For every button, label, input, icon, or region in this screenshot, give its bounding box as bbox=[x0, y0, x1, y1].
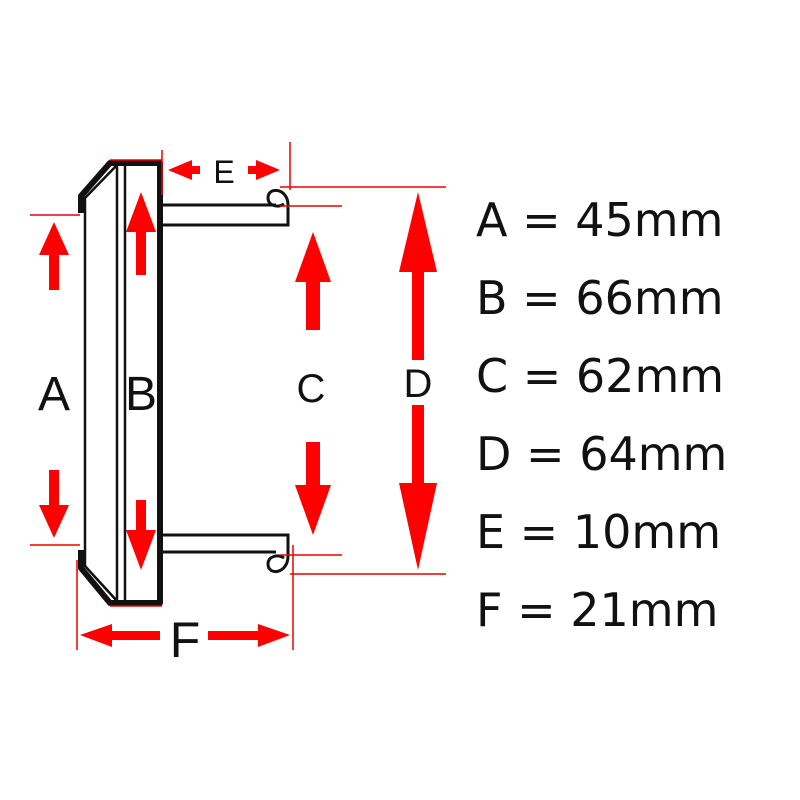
upper-clip-arm bbox=[162, 203, 290, 227]
spec-b: B = 66mm bbox=[476, 271, 724, 325]
upper-clip-hook bbox=[266, 188, 290, 208]
f-arrow-left bbox=[80, 624, 160, 647]
b-arrow-up bbox=[126, 192, 156, 275]
label-a: A bbox=[38, 368, 70, 421]
lower-clip-arm bbox=[162, 533, 290, 556]
lower-clip-hook bbox=[266, 554, 290, 573]
label-c: C bbox=[297, 367, 326, 411]
spec-c: C = 62mm bbox=[476, 349, 724, 403]
dimension-guides bbox=[30, 142, 446, 650]
c-arrow-down bbox=[295, 442, 331, 535]
a-arrow-up bbox=[39, 222, 69, 290]
cap-body bbox=[78, 160, 163, 606]
cap-outline bbox=[78, 160, 163, 606]
d-arrow-up bbox=[399, 192, 437, 360]
dimension-arrows bbox=[39, 160, 437, 647]
cap-inner-wall bbox=[83, 163, 119, 603]
spec-a: A = 45mm bbox=[476, 193, 723, 247]
spec-f: F = 21mm bbox=[476, 583, 718, 637]
b-arrow-down bbox=[126, 500, 156, 570]
d-arrow-down bbox=[399, 405, 437, 570]
lower-clip bbox=[162, 533, 290, 573]
label-d: D bbox=[404, 362, 433, 406]
label-e: E bbox=[213, 154, 234, 190]
e-arrow-right bbox=[248, 160, 280, 180]
c-arrow-up bbox=[295, 232, 331, 330]
label-f: F bbox=[170, 612, 201, 668]
e-arrow-left bbox=[168, 160, 200, 180]
upper-clip bbox=[162, 188, 290, 227]
label-b: B bbox=[125, 368, 157, 421]
f-arrow-right bbox=[208, 624, 290, 647]
spec-e: E = 10mm bbox=[476, 505, 721, 559]
spec-list: A = 45mm B = 66mm C = 62mm D = 64mm E = … bbox=[476, 193, 727, 637]
a-arrow-down bbox=[39, 470, 69, 538]
spec-d: D = 64mm bbox=[476, 427, 727, 481]
